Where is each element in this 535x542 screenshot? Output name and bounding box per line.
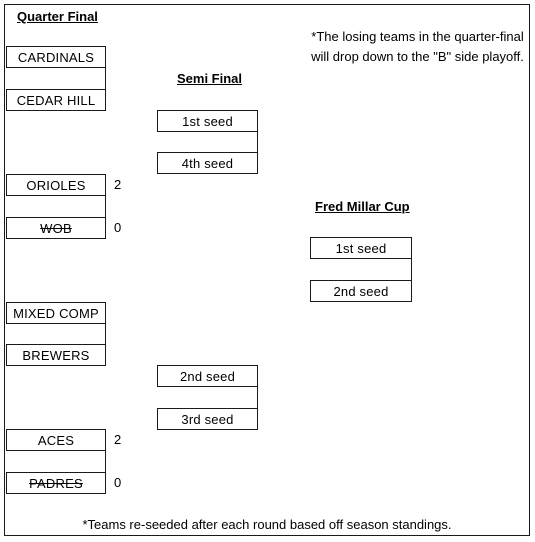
qf-team-slot-7: ACES [6, 429, 106, 451]
sf-slot-2: 4th seed [157, 152, 258, 174]
qf-connector-3 [6, 312, 106, 356]
seed-label: 1st seed [182, 114, 233, 129]
top-note: *The losing teams in the quarter-final w… [311, 29, 524, 64]
qf-team-slot-3: ORIOLES [6, 174, 106, 196]
bottom-note: *Teams re-seeded after each round based … [82, 517, 452, 532]
team-name: WOB [40, 221, 72, 236]
qf-connector-1 [6, 56, 106, 100]
final-slot-1: 1st seed [310, 237, 412, 259]
final-connector [310, 248, 412, 291]
qf-score-4: 0 [114, 220, 122, 235]
quarter-final-header: Quarter Final [17, 9, 98, 24]
seed-label: 2nd seed [179, 369, 236, 384]
qf-team-slot-1: CARDINALS [6, 46, 106, 68]
final-header: Fred Millar Cup [315, 199, 410, 214]
team-name: ORIOLES [26, 178, 86, 193]
qf-team-slot-2: CEDAR HILL [6, 89, 106, 111]
team-name: BREWERS [22, 348, 90, 363]
final-slot-2: 2nd seed [310, 280, 412, 302]
seed-label: 1st seed [335, 241, 387, 256]
sf-slot-4: 3rd seed [157, 408, 258, 430]
sf-connector-2 [157, 375, 258, 419]
bracket-frame [4, 4, 530, 536]
semi-final-header: Semi Final [177, 71, 243, 86]
team-name: CARDINALS [17, 50, 95, 65]
sf-slot-1: 1st seed [157, 110, 258, 132]
qf-score-8: 0 [114, 475, 122, 490]
seed-label: 3rd seed [181, 412, 234, 427]
team-name: CEDAR HILL [16, 93, 96, 108]
sf-slot-3: 2nd seed [157, 365, 258, 387]
seed-label: 2nd seed [333, 284, 389, 299]
sf-connector-1 [157, 120, 258, 163]
team-name: PADRES [29, 476, 83, 491]
team-name: MIXED COMP [13, 306, 99, 321]
team-name: ACES [37, 433, 75, 448]
qf-score-3: 2 [114, 177, 122, 192]
qf-team-slot-4: WOB [6, 217, 106, 239]
qf-connector-2 [6, 184, 106, 228]
qf-connector-4 [6, 440, 106, 484]
qf-team-slot-8: PADRES [6, 472, 106, 494]
qf-team-slot-6: BREWERS [6, 344, 106, 366]
seed-label: 4th seed [181, 156, 234, 171]
qf-score-7: 2 [114, 432, 122, 447]
qf-team-slot-5: MIXED COMP [6, 302, 106, 324]
